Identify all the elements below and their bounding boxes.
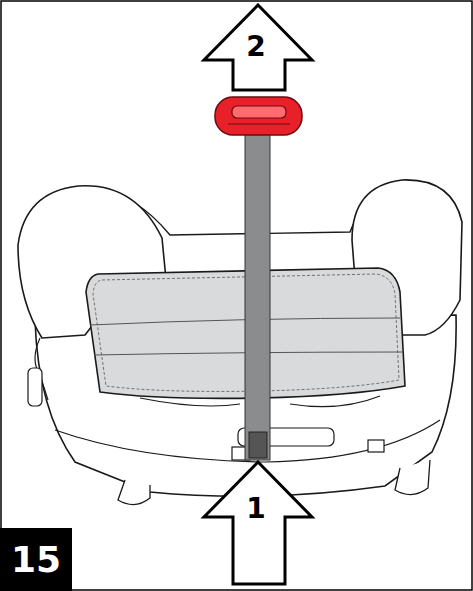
isofix-foot <box>395 460 430 495</box>
front-slot <box>368 440 384 452</box>
callout-number: 1 <box>236 492 276 526</box>
strap-slot <box>249 432 267 458</box>
belt-strap <box>245 120 270 460</box>
step-box <box>0 528 72 591</box>
direction-arrow <box>204 462 312 584</box>
step-number: 15 <box>0 538 72 581</box>
buckle-slot <box>232 106 286 118</box>
red-buckle <box>215 97 302 135</box>
buckle-ridge <box>228 123 290 124</box>
direction-arrow <box>204 5 312 90</box>
side-clip <box>28 368 42 406</box>
callout-number: 2 <box>236 30 276 64</box>
isofix-foot <box>118 480 150 505</box>
